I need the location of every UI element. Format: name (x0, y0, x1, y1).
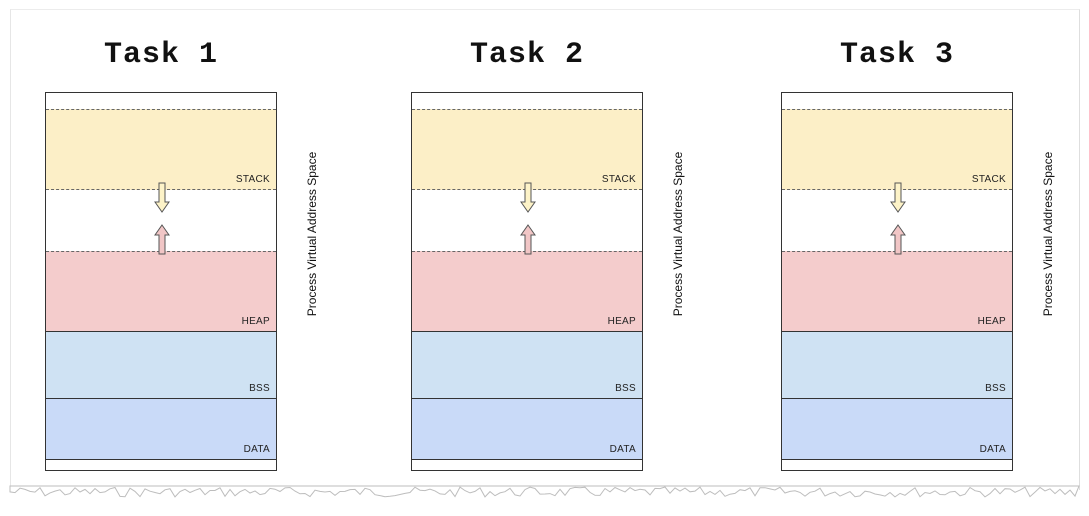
stack-grows-down-arrow-icon (154, 182, 170, 213)
process-virtual-address-space-label: Process Virtual Address Space (1041, 151, 1055, 317)
stack-grows-down-arrow-icon (890, 182, 906, 213)
heap-label: HEAP (977, 316, 1006, 327)
bottom-reserved-segment (782, 460, 1012, 470)
data-label: DATA (609, 444, 636, 455)
top-reserved-segment (46, 93, 276, 109)
stack-label: STACK (235, 174, 270, 185)
stack-segment: STACK (46, 109, 276, 190)
data-label: DATA (979, 444, 1006, 455)
bss-segment: BSS (46, 332, 276, 399)
data-segment: DATA (46, 399, 276, 460)
process-virtual-address-space-label: Process Virtual Address Space (671, 151, 685, 317)
data-label: DATA (243, 444, 270, 455)
heap-label: HEAP (607, 316, 636, 327)
stack-segment: STACK (412, 109, 642, 190)
bss-label: BSS (985, 383, 1006, 394)
task-3-side-label: Process Virtual Address Space (1039, 93, 1057, 375)
task-1-title: Task 1 (103, 38, 219, 72)
task-3-title: Task 3 (839, 38, 955, 72)
task-1-address-space: STACK HEAP BSS DATA (45, 92, 277, 471)
task-1-side-label: Process Virtual Address Space (303, 93, 321, 375)
bss-label: BSS (249, 383, 270, 394)
bss-label: BSS (615, 383, 636, 394)
task-2-title: Task 2 (469, 38, 585, 72)
heap-segment: HEAP (46, 251, 276, 332)
task-2-address-space: STACK HEAP BSS DATA (411, 92, 643, 471)
bss-segment: BSS (412, 332, 642, 399)
task-3-address-space: STACK HEAP BSS DATA (781, 92, 1013, 471)
bottom-reserved-segment (412, 460, 642, 470)
heap-segment: HEAP (412, 251, 642, 332)
stack-label: STACK (971, 174, 1006, 185)
stack-grows-down-arrow-icon (520, 182, 536, 213)
data-segment: DATA (412, 399, 642, 460)
process-virtual-address-space-label: Process Virtual Address Space (305, 151, 319, 317)
task-2-side-label: Process Virtual Address Space (669, 93, 687, 375)
heap-grows-up-arrow-icon (154, 224, 170, 255)
bss-segment: BSS (782, 332, 1012, 399)
top-reserved-segment (782, 93, 1012, 109)
heap-label: HEAP (241, 316, 270, 327)
heap-segment: HEAP (782, 251, 1012, 332)
stack-segment: STACK (782, 109, 1012, 190)
heap-grows-up-arrow-icon (520, 224, 536, 255)
bottom-reserved-segment (46, 460, 276, 470)
top-reserved-segment (412, 93, 642, 109)
stack-label: STACK (601, 174, 636, 185)
data-segment: DATA (782, 399, 1012, 460)
heap-grows-up-arrow-icon (890, 224, 906, 255)
